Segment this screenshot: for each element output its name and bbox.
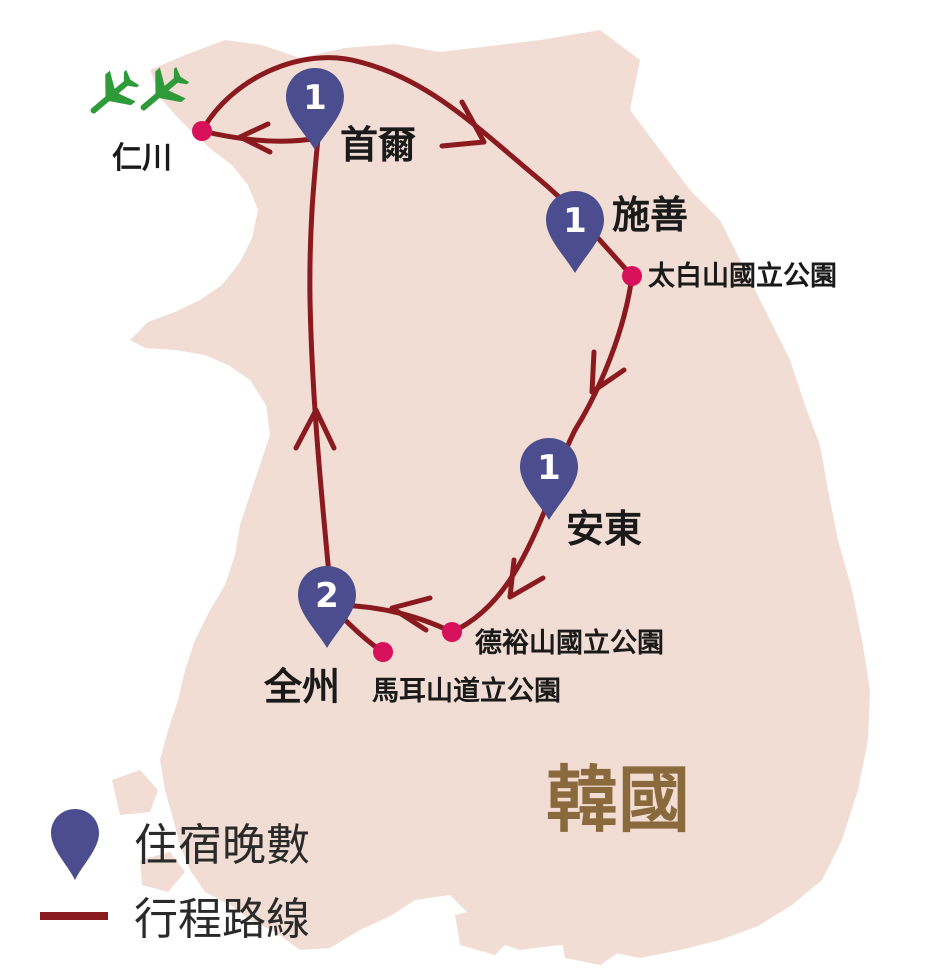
map-pin-icon [51,809,99,880]
label-sokcho: 施善 [612,193,688,237]
pin-number-sokcho: 1 [563,201,587,241]
map-pin-icon: 1 [286,68,344,150]
legend: 住宿晚數 行程路線 [40,809,310,945]
map-pin-icon: 1 [520,438,578,520]
label-incheon: 仁川 [112,141,172,176]
label-taebaek: 太白山國立公園 [648,260,837,292]
island [140,852,185,892]
label-jeonju: 全州 [263,665,340,709]
legend-nights-label: 住宿晚數 [134,820,310,871]
route-arrows [237,99,627,633]
airplane-icon [140,66,190,111]
map-pin-icon: 2 [298,566,356,648]
island [112,770,158,815]
label-maisan: 馬耳山道立公園 [372,675,561,707]
island [455,905,520,955]
pin-number-seoul: 1 [303,78,327,118]
map-pin-icon: 1 [546,191,604,273]
label-deogyu: 德裕山國立公園 [475,627,664,659]
island [560,920,630,965]
label-seoul: 首爾 [340,123,416,167]
label-andong: 安東 [566,507,642,551]
korea-land [130,30,870,958]
legend-route-label: 行程路線 [134,894,310,945]
pin-number-jeonju: 2 [315,576,339,616]
route-dot-icon [373,642,393,662]
country-label: 韓國 [546,758,690,842]
route-dot-icon [442,622,462,642]
pin-number-andong: 1 [537,448,561,488]
route-dot-icon [192,121,212,141]
route-stops [192,121,642,662]
route-dot-icon [622,266,642,286]
airplane-icon [90,69,140,114]
